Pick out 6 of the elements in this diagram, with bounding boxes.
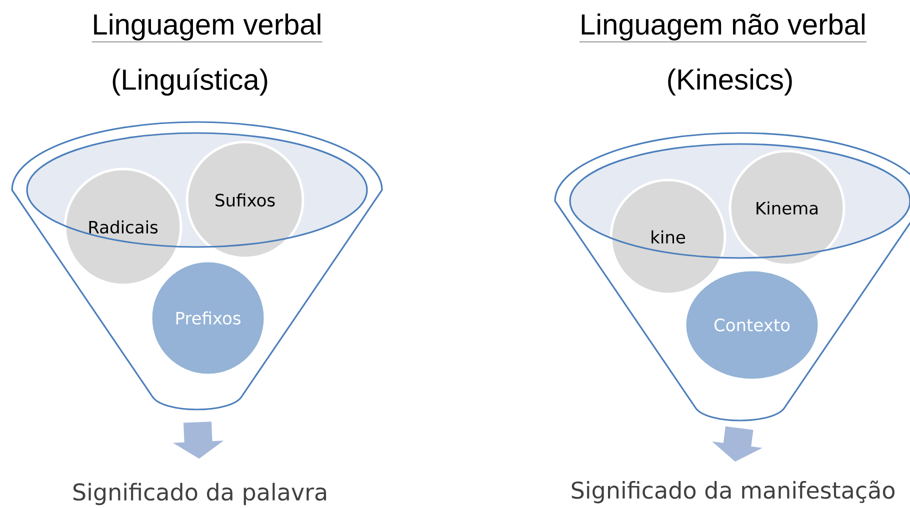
heading: Linguagem não verbal [579,13,867,42]
result-text: Significado da palavra [73,482,326,506]
subheading: (Kinesics) [668,68,792,96]
result-text: Significado da manifestação [572,480,894,504]
heading: Linguagem verbal [92,13,322,42]
subheading: (Linguística) [112,68,268,96]
